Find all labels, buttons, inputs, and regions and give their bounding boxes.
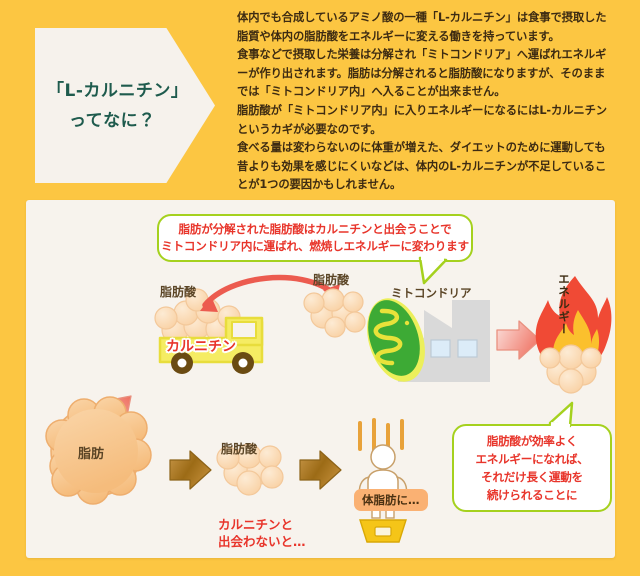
label-no-carnitine-line2: 出会わないと… [218, 534, 306, 549]
energy-fatty-acid-pile [539, 344, 602, 394]
label-fat: 脂肪 [78, 447, 105, 462]
bubble-bottom-tail [548, 401, 574, 428]
label-fatty-acid-mito: 脂肪酸 [313, 273, 350, 287]
label-fatty-acid-bottom: 脂肪酸 [221, 442, 258, 456]
intro-line-0: 体内でも合成しているアミノ酸の一種「L-カルニチン」は食事で摂取した [237, 11, 607, 24]
intro-line-1: 脂質や体内の脂肪酸をエネルギーに変える働きを持っています。 [237, 29, 560, 43]
intro-line-4: では「ミトコンドリア内」へ入ることが出来ません。 [237, 85, 506, 99]
label-energy: エネルギー [557, 273, 571, 336]
intro-line-3: ーが作り出されます。脂肪は分解されると脂肪酸になりますが、そのまま [237, 66, 606, 80]
intro-line-8: 昔よりも効果を感じにくいなどは、体内のL-カルニチンが不足しているこ [237, 159, 607, 173]
fatty-acid-pile-mito [303, 288, 366, 338]
bubble-bot-line2: エネルギーになれば、 [475, 452, 589, 466]
bubble-top-tail [418, 256, 448, 285]
banner-title-line1: 「L-カルニチン」 [47, 80, 189, 101]
intro-line-7: 食べる量は変わらないのに体重が増えた、ダイエットのために運動しても [237, 141, 606, 155]
carnitine-truck [158, 316, 264, 374]
speech-bubble-bottom: 脂肪酸が効率よく エネルギーになれば、 それだけ長く運動を 続けられることに [452, 401, 612, 512]
label-truck-carnitine: カルニチン [166, 339, 236, 355]
banner-title-line2: ってなに？ [69, 110, 156, 131]
intro-line-9: とが1つの要因かもしれません。 [237, 178, 402, 192]
label-mitochondria: ミトコンドリア [391, 286, 472, 300]
energy-flame [535, 276, 612, 394]
intro-line-2: 食事などで摂取した栄養は分解され「ミトコンドリア」へ運ばれエネルギ [237, 48, 607, 62]
bubble-bot-line4: 続けられることに [486, 488, 578, 502]
mitochondria [367, 298, 425, 382]
motion-lines [358, 418, 404, 452]
speech-bubble-top: 脂肪が分解された脂肪酸はカルニチンと出会うことで ミトコンドリア内に運ばれ、燃焼… [157, 214, 473, 285]
bubble-bot-line3: それだけ長く運動を [481, 470, 583, 484]
intro-line-6: というカギが必要なのです。 [237, 122, 382, 136]
label-fatty-acid-truck: 脂肪酸 [160, 285, 197, 299]
arrow-fattyacid-to-body [299, 450, 342, 490]
intro-paragraph: 体内でも合成しているアミノ酸の一種「L-カルニチン」は食事で摂取した 脂質や体内… [237, 9, 633, 195]
intro-line-5: 脂肪酸が「ミトコンドリア内」に入りエネルギーになるにはL-カルニチン [237, 103, 607, 117]
fatty-acid-pile-bottom [216, 443, 284, 496]
arrow-to-energy [496, 320, 541, 360]
fat-cloud [45, 396, 152, 505]
bubble-bot-line1: 脂肪酸が効率よく [486, 434, 578, 448]
bubble-top-line1: 脂肪が分解された脂肪酸はカルニチンと出会うことで [178, 221, 452, 236]
arrow-fat-to-fattyacid [169, 450, 212, 490]
label-no-carnitine-line1: カルニチンと [218, 517, 294, 532]
label-body-fat-chip: 体脂肪に… [354, 489, 428, 511]
bubble-top-line2: ミトコンドリア内に運ばれ、燃焼しエネルギーに変わります [161, 239, 469, 253]
